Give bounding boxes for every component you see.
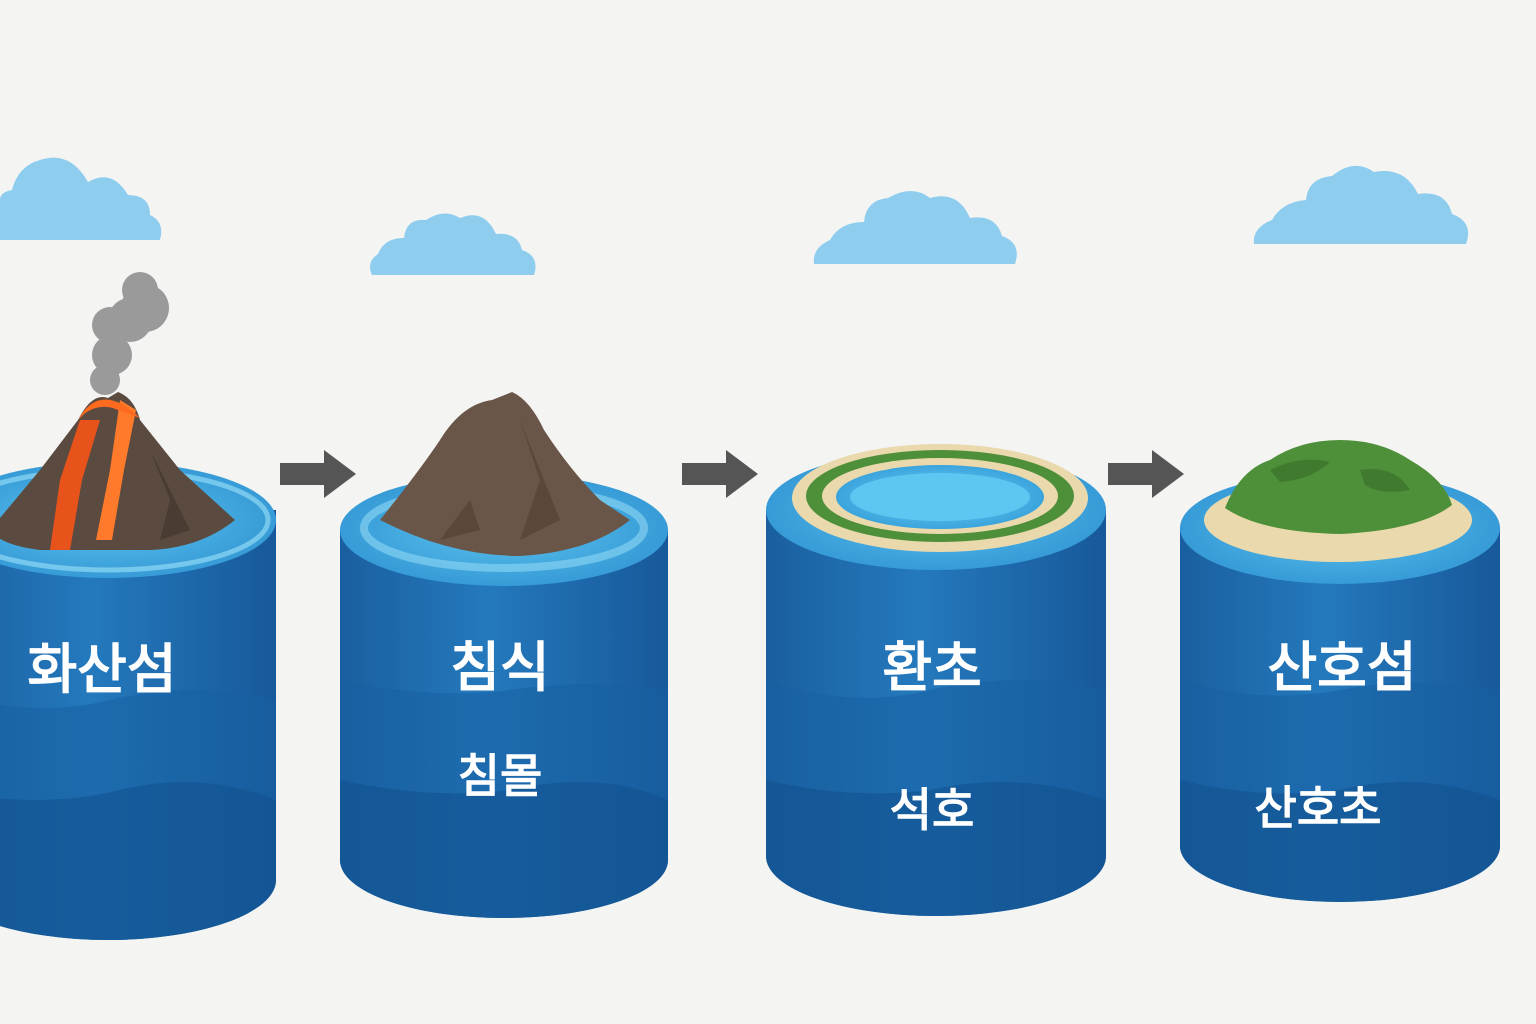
coral-island-icon <box>1204 440 1472 562</box>
arrow-right-icon <box>682 450 758 498</box>
stage-label: 침식 <box>450 636 549 699</box>
stage-coral-island: 산호섬 산호초 <box>1180 440 1500 902</box>
cloud-4 <box>1254 166 1468 244</box>
stage-label: 환초 <box>882 636 981 699</box>
eroded-mountain-icon <box>380 392 630 556</box>
smoke-icon <box>90 272 169 395</box>
arrow-right-icon <box>1108 450 1184 498</box>
stage-atoll: 환초 석호 <box>766 444 1106 916</box>
atoll-ring-icon <box>792 444 1088 552</box>
stage-sublabel: 산호초 <box>1255 781 1382 835</box>
cloud-2 <box>370 213 536 275</box>
stage-label: 산호섬 <box>1267 636 1416 699</box>
cloud-1 <box>0 158 161 240</box>
stage-sublabel: 석호 <box>890 783 975 837</box>
stage-label: 화산섬 <box>27 638 176 701</box>
stage-erosion: 침식 침몰 <box>340 392 668 918</box>
arrow-right-icon <box>280 450 356 498</box>
stage-volcanic-island: 화산섬 <box>0 272 276 940</box>
cloud-3 <box>814 191 1017 264</box>
stage-sublabel: 침몰 <box>458 749 543 803</box>
